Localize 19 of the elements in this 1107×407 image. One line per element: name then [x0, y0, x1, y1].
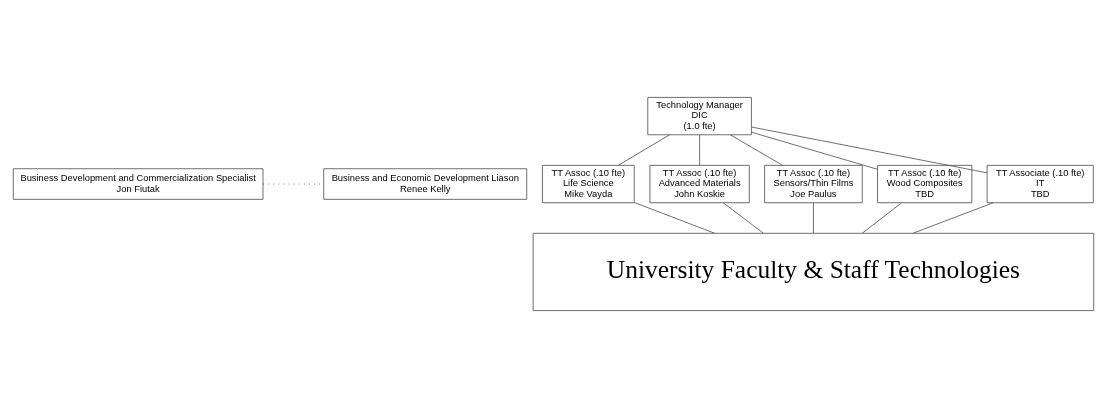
node-box: University Faculty & Staff Technologies — [532, 232, 1095, 311]
connector — [751, 126, 988, 173]
connector — [912, 201, 994, 234]
connector — [813, 201, 814, 233]
connector — [699, 134, 701, 166]
connector — [729, 133, 784, 166]
node-box: TT Assoc (.10 fte) Advanced Materials John Koskie — [649, 164, 750, 203]
connector — [634, 201, 716, 234]
node-box: TT Assoc (.10 fte) Wood Composites TBD — [877, 164, 973, 203]
node-box: TT Associate (.10 fte) IT TBD — [986, 164, 1094, 203]
node-box: Business and Economic Development Liason Renee Kelly — [323, 167, 528, 200]
connector — [751, 131, 878, 170]
node-box: TT Assoc (.10 fte) Sensors/Thin Films Joe Paulus — [764, 164, 863, 203]
node-box: TT Assoc (.10 fte) Life Science Mike Vayda — [542, 164, 635, 203]
node-box: Technology Manager DIC (1.0 fte) — [647, 96, 752, 135]
connector — [861, 201, 903, 234]
connector — [618, 133, 670, 166]
connector — [722, 201, 764, 234]
node-box: Business Development and Commercialization Specialist Jon Fiutak — [12, 167, 264, 200]
